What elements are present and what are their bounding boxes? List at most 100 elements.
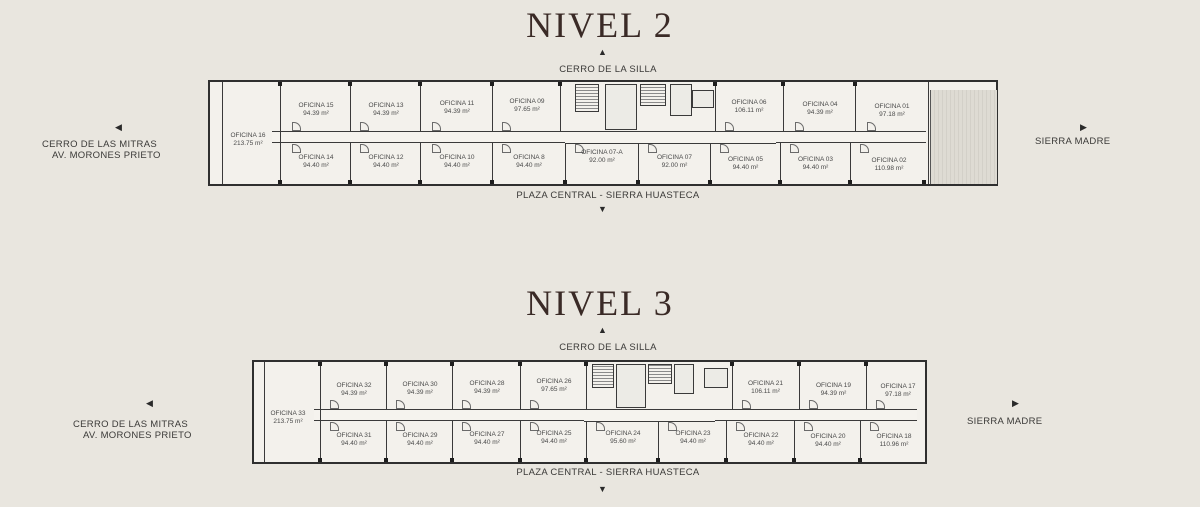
door[interactable] (530, 422, 539, 431)
service-core (692, 90, 714, 108)
office[interactable]: OFICINA 18 110.96 m² (862, 433, 926, 449)
service-core (704, 368, 728, 388)
door[interactable] (462, 400, 471, 409)
office[interactable]: OFICINA 32 94.39 m² (322, 382, 386, 398)
corridor-branch (584, 416, 715, 422)
office[interactable]: OFICINA 14 94.40 m² (282, 154, 350, 170)
door[interactable] (292, 122, 301, 131)
door[interactable] (860, 144, 869, 153)
door[interactable] (502, 144, 511, 153)
door[interactable] (330, 400, 339, 409)
office[interactable]: OFICINA 03 94.40 m² (781, 156, 850, 172)
office[interactable]: OFICINA 26 97.65 m² (522, 378, 586, 394)
office-area: 94.40 m² (373, 162, 399, 169)
office[interactable]: OFICINA 8 94.40 m² (494, 154, 564, 170)
office[interactable]: OFICINA 10 94.40 m² (422, 154, 492, 170)
office[interactable]: OFICINA 27 94.40 m² (454, 431, 520, 447)
door[interactable] (742, 400, 751, 409)
office[interactable]: OFICINA 06 106.11 m² (715, 99, 783, 115)
office-area: 94.40 m² (341, 440, 367, 447)
door[interactable] (502, 122, 511, 131)
office[interactable]: OFICINA 07 92.00 m² (639, 154, 710, 170)
office-name: OFICINA 04 (802, 101, 838, 108)
office-area: 94.40 m² (516, 162, 542, 169)
office[interactable]: OFICINA 22 94.40 m² (728, 432, 794, 448)
door[interactable] (648, 144, 657, 153)
office[interactable]: OFICINA 17 97.18 m² (868, 383, 928, 399)
floor-plan-nivel-2: OFICINA 16 213.75 m² OFICINA 15 94.39 m²… (208, 80, 998, 186)
office[interactable]: OFICINA 24 95.60 m² (588, 430, 658, 446)
office-name: OFICINA 07 (656, 154, 693, 161)
door[interactable] (736, 422, 745, 431)
office-area: 213.75 m² (233, 140, 263, 147)
office[interactable]: OFICINA 05 94.40 m² (711, 156, 780, 172)
restrooms (674, 364, 694, 394)
office-area: 94.39 m² (820, 390, 847, 397)
office[interactable]: OFICINA 11 94.39 m² (422, 100, 492, 116)
door[interactable] (462, 422, 471, 431)
office-name: OFICINA 28 (469, 380, 505, 387)
south-arrow-icon: ▼ (598, 204, 607, 214)
office-west[interactable]: OFICINA 33 213.75 m² (256, 410, 320, 426)
door[interactable] (432, 144, 441, 153)
door[interactable] (360, 122, 369, 131)
door[interactable] (795, 122, 804, 131)
office[interactable]: OFICINA 15 94.39 m² (282, 102, 350, 118)
office-area: 94.40 m² (541, 438, 567, 445)
office-name: OFICINA 30 (402, 381, 438, 388)
door[interactable] (867, 122, 876, 131)
stairs-center (648, 364, 672, 384)
office[interactable]: OFICINA 04 94.39 m² (785, 101, 855, 117)
office-name: OFICINA 33 (270, 410, 306, 417)
office[interactable]: OFICINA 21 106.11 m² (732, 380, 799, 396)
office-west[interactable]: OFICINA 16 213.75 m² (216, 132, 280, 148)
office-name: OFICINA 02 (871, 157, 907, 164)
office[interactable]: OFICINA 28 94.39 m² (454, 380, 520, 396)
door[interactable] (530, 400, 539, 409)
restrooms (670, 84, 692, 116)
north-label: CERRO DE LA SILLA (559, 342, 657, 353)
terrace-area (930, 90, 997, 184)
office-name: OFICINA 13 (368, 102, 404, 109)
office-name: OFICINA 27 (469, 431, 505, 438)
door[interactable] (396, 422, 405, 431)
office-name: OFICINA 18 (876, 433, 912, 440)
office-name: OFICINA 10 (439, 154, 475, 161)
door[interactable] (720, 144, 729, 153)
door[interactable] (396, 400, 405, 409)
door[interactable] (668, 422, 677, 431)
office[interactable]: OFICINA 07-A 92.00 m² (566, 149, 638, 165)
door[interactable] (432, 122, 441, 131)
door[interactable] (575, 144, 584, 153)
office[interactable]: OFICINA 29 94.40 m² (388, 432, 452, 448)
office[interactable]: OFICINA 20 94.40 m² (796, 433, 860, 449)
office[interactable]: OFICINA 30 94.39 m² (388, 381, 452, 397)
south-label: PLAZA CENTRAL - SIERRA HUASTECA (516, 190, 700, 201)
office[interactable]: OFICINA 23 94.40 m² (660, 430, 726, 446)
office[interactable]: OFICINA 12 94.40 m² (352, 154, 420, 170)
office[interactable]: OFICINA 09 97.65 m² (494, 98, 560, 114)
door[interactable] (725, 122, 734, 131)
office-area: 106.11 m² (751, 388, 780, 395)
office[interactable]: OFICINA 25 94.40 m² (522, 430, 586, 446)
door[interactable] (292, 144, 301, 153)
door[interactable] (870, 422, 879, 431)
office-area: 94.40 m² (474, 439, 500, 446)
door[interactable] (790, 144, 799, 153)
door[interactable] (876, 400, 885, 409)
door[interactable] (360, 144, 369, 153)
office-area: 97.18 m² (879, 111, 905, 118)
office-name: OFICINA 29 (402, 432, 438, 439)
office[interactable]: OFICINA 02 110.98 m² (851, 157, 927, 173)
office-area: 94.39 m² (444, 108, 470, 115)
door[interactable] (596, 422, 605, 431)
office[interactable]: OFICINA 01 97.18 m² (857, 103, 927, 119)
door[interactable] (804, 422, 813, 431)
office[interactable]: OFICINA 19 94.39 m² (801, 382, 866, 398)
door[interactable] (809, 400, 818, 409)
north-label: CERRO DE LA SILLA (559, 64, 657, 75)
door[interactable] (330, 422, 339, 431)
office[interactable]: OFICINA 31 94.40 m² (322, 432, 386, 448)
office[interactable]: OFICINA 13 94.39 m² (352, 102, 420, 118)
office-area: 213.75 m² (273, 418, 303, 425)
